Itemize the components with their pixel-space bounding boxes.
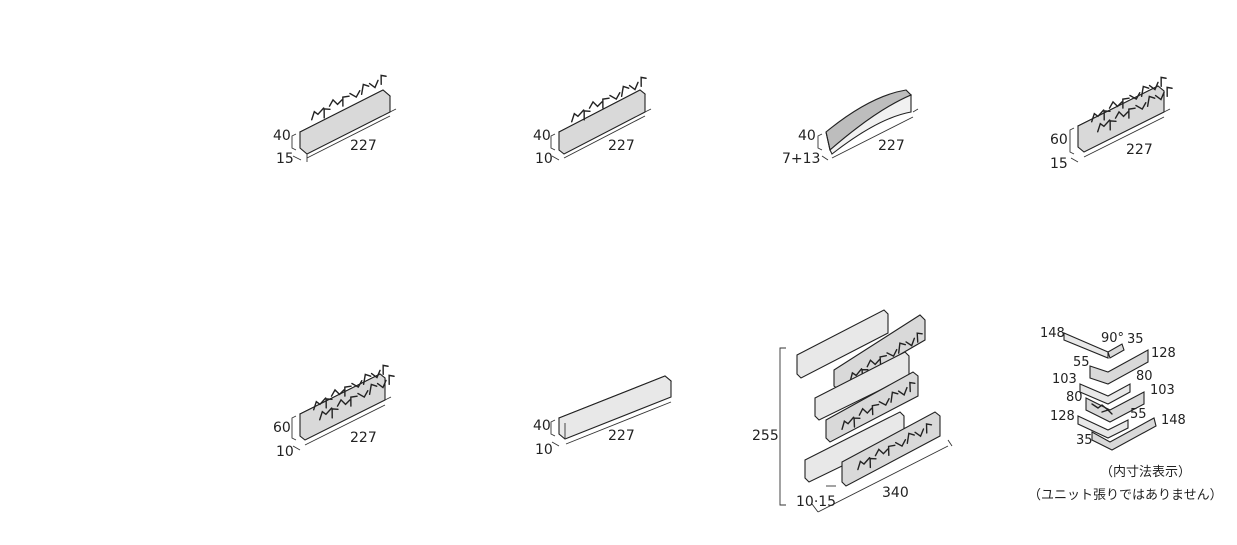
unit-thickness-label: 10·15 <box>796 494 836 510</box>
tile-5-thickness-label: 10 <box>276 444 294 460</box>
corner-label-6: 103 <box>1052 372 1077 387</box>
unit-height-label: 255 <box>752 428 779 444</box>
tile-4-length-label: 227 <box>1126 142 1153 158</box>
corner-label-9: 80 <box>1066 390 1083 405</box>
corner-label-4: 128 <box>1151 346 1176 361</box>
tile-4-thickness-label: 15 <box>1050 156 1068 172</box>
corner-pieces-drawing <box>1063 332 1157 451</box>
tile-6-thickness-label: 10 <box>535 442 553 458</box>
tile-4-drawing <box>1069 74 1177 163</box>
tile-4-height-label: 60 <box>1050 132 1068 148</box>
tile-2: 40 10 227 <box>533 74 652 167</box>
unit-assembly-drawing <box>779 309 953 513</box>
tile-2-length-label: 227 <box>608 138 635 154</box>
tile-5-length-label: 227 <box>350 430 377 446</box>
tile-6-height-label: 40 <box>533 418 551 434</box>
tile-6-drawing <box>550 375 672 447</box>
tile-5-height-label: 60 <box>273 420 291 436</box>
tile-1-thickness-label: 15 <box>276 151 294 167</box>
tile-3-thickness-label: 7+13 <box>782 151 820 167</box>
corner-label-2: 90° <box>1101 331 1124 346</box>
corner-label-7: 80 <box>1136 369 1153 384</box>
corner-label-1: 148 <box>1040 326 1065 341</box>
unit-assembly: 255 10·15 340 <box>752 309 953 513</box>
tile-3-length-label: 227 <box>878 138 905 154</box>
tile-6: 40 10 227 <box>533 375 672 458</box>
tile-1-height-label: 40 <box>273 128 291 144</box>
tile-1: 40 15 227 <box>273 72 397 167</box>
unit-length-label: 340 <box>882 485 909 501</box>
corner-note-not-unit: （ユニット張りではありません） <box>1028 488 1223 503</box>
tile-2-thickness-label: 10 <box>535 151 553 167</box>
tile-5-drawing <box>291 362 399 451</box>
tile-3: 40 7+13 227 <box>782 89 919 167</box>
corner-note-dimensions: （内寸法表示） <box>1100 464 1191 480</box>
tile-1-length-label: 227 <box>350 138 377 154</box>
tile-3-drawing <box>817 89 919 161</box>
tile-3-height-label: 40 <box>798 128 816 144</box>
corner-label-11: 55 <box>1130 407 1147 422</box>
tile-6-length-label: 227 <box>608 428 635 444</box>
tile-5: 60 10 227 <box>273 362 399 460</box>
corner-label-12: 148 <box>1161 413 1186 428</box>
tile-4: 60 15 227 <box>1050 74 1177 172</box>
corner-label-3: 35 <box>1127 332 1144 347</box>
tile-2-drawing <box>550 74 652 161</box>
tile-1-drawing <box>291 72 397 162</box>
corner-pieces: 148 90° 35 128 55 103 80 103 80 128 55 1… <box>1028 326 1223 503</box>
corner-label-10: 128 <box>1050 409 1075 424</box>
tile-2-height-label: 40 <box>533 128 551 144</box>
corner-label-5: 55 <box>1073 355 1090 370</box>
corner-label-8: 103 <box>1150 383 1175 398</box>
corner-label-13: 35 <box>1076 433 1093 448</box>
